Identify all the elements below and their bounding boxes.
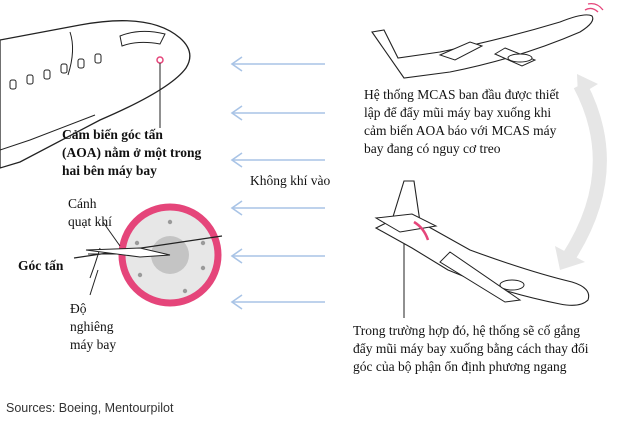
stabilizer-label-line-2: đẩy mũi máy bay xuống bằng cách thay đổi	[353, 341, 589, 356]
mcas-label-line-1: Hệ thống MCAS ban đầu được thiết	[364, 87, 560, 102]
airflow-arrows	[230, 56, 325, 310]
stabilizer-label-line-1: Trong trường hợp đó, hệ thống sẽ cố gắng	[353, 323, 580, 338]
pitch-label-line-3: máy bay	[70, 337, 117, 352]
aoa-sensor-diagram	[73, 203, 223, 307]
aircraft-climbing	[371, 2, 604, 79]
mcas-label-line-3: cảm biến AOA báo với MCAS máy	[364, 123, 557, 138]
pitch-label-line-2: nghiêng	[70, 319, 114, 334]
transition-arrow	[562, 81, 607, 262]
stabilizer-label: Trong trường hợp đó, hệ thống sẽ cố gắng…	[353, 322, 588, 376]
mcas-label-line-4: bay đang có nguy cơ treo	[364, 141, 501, 156]
sensor-label-line-3: hai bên máy bay	[62, 163, 157, 178]
airflow-label: Không khí vào	[250, 173, 331, 188]
aircraft-stabilizer	[374, 180, 590, 318]
sources-credit: Sources: Boeing, Mentourpilot	[6, 401, 174, 415]
fan-label-line-1: Cánh	[68, 196, 97, 211]
aircraft-nose-closeup	[0, 20, 191, 169]
fan-label-line-2: quạt khí	[68, 214, 112, 229]
sensor-label: Cảm biến góc tấn (AOA) nằm ở một trong h…	[62, 126, 201, 180]
aoa-label: Góc tấn	[18, 258, 64, 273]
pitch-label: Độ nghiêng máy bay	[70, 300, 116, 354]
sensor-label-line-2: (AOA) nằm ở một trong	[62, 145, 202, 160]
transition-arrowhead	[555, 246, 585, 270]
pitch-label-line-1: Độ	[70, 301, 87, 316]
mcas-label: Hệ thống MCAS ban đầu được thiết lập để …	[364, 86, 559, 158]
fan-label: Cánh quạt khí	[68, 195, 112, 231]
stabilizer-label-line-3: góc của bộ phận ổn định phương ngang	[353, 359, 567, 374]
mcas-label-line-2: lập để đẩy mũi máy bay xuống khi	[364, 105, 552, 120]
sensor-label-line-1: Cảm biến góc tấn	[62, 127, 163, 142]
